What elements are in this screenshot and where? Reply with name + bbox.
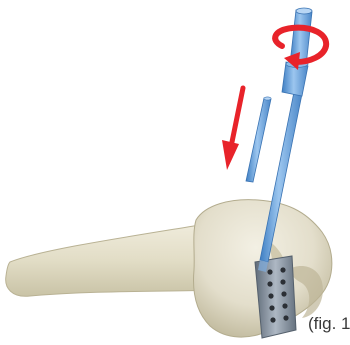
femur-shaft [6, 225, 214, 296]
guide-pin [246, 97, 271, 182]
figure-caption: (fig. 19) [308, 314, 350, 334]
insertion-arrow-icon [222, 88, 243, 170]
